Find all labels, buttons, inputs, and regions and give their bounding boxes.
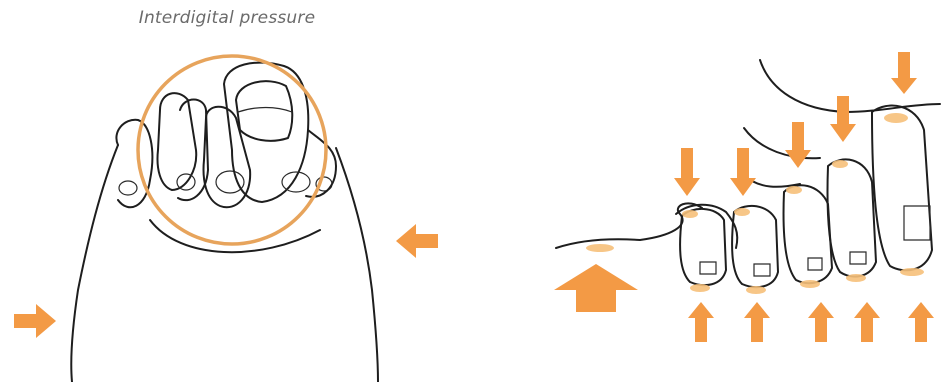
up-arrow-icon xyxy=(908,302,934,342)
arrow-left-icon xyxy=(396,224,438,258)
left-foot-illustration xyxy=(0,0,472,382)
big-toe xyxy=(224,63,308,202)
toe-a xyxy=(680,209,726,285)
foot-outline-left xyxy=(71,145,118,382)
toe-c xyxy=(784,185,833,283)
big-up-arrow-icon xyxy=(554,264,638,312)
down-arrow-icon xyxy=(891,52,917,94)
little-toe xyxy=(116,120,152,207)
toe-d xyxy=(828,159,877,276)
up-arrow-icon xyxy=(744,302,770,342)
up-arrow-icon xyxy=(688,302,714,342)
down-arrow-icon xyxy=(785,122,811,168)
down-arrow-icon xyxy=(674,148,700,196)
foot-dorsum xyxy=(760,60,940,112)
toe-e xyxy=(872,106,932,271)
up-arrow-icon xyxy=(808,302,834,342)
up-arrow-icon xyxy=(854,302,880,342)
toe-b xyxy=(732,206,778,287)
arrow-right-icon xyxy=(14,304,56,338)
down-arrow-icon xyxy=(730,148,756,196)
foot-outline-right xyxy=(336,148,378,382)
down-arrow-icon xyxy=(830,96,856,142)
big-toe-nail xyxy=(236,81,292,141)
